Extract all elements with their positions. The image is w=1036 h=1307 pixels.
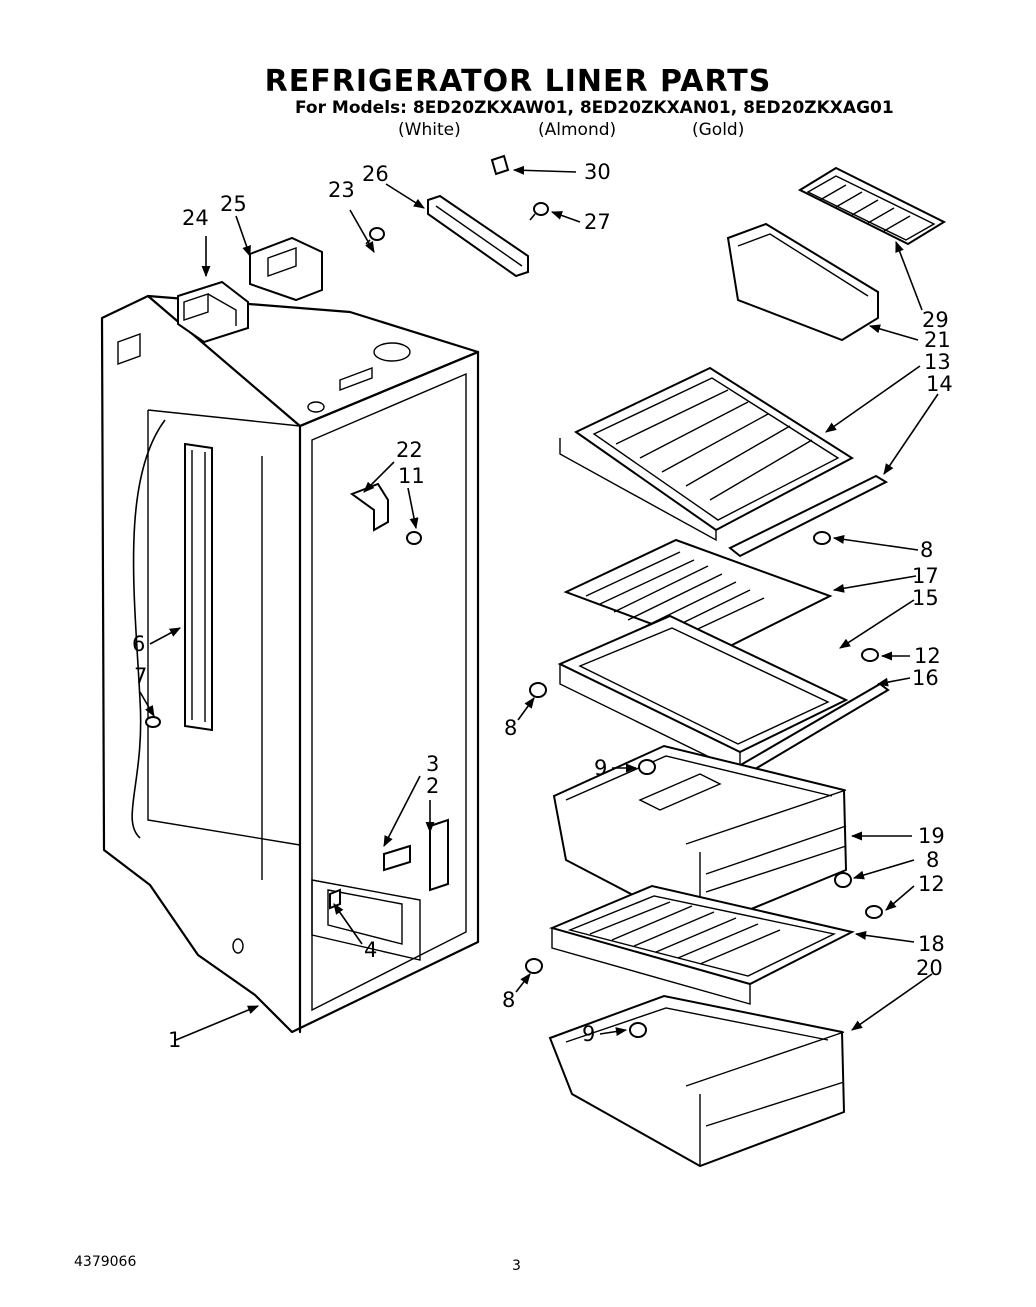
- document-number: 4379066: [74, 1254, 137, 1270]
- page-number: 3: [512, 1258, 521, 1274]
- callout-17: 17: [912, 564, 939, 588]
- callout-8-bottom: 8: [502, 988, 516, 1012]
- callout-27: 27: [584, 210, 611, 234]
- storage-bin: [726, 222, 879, 342]
- callout-9-upper: 9: [594, 756, 608, 780]
- callout-30: 30: [584, 160, 611, 184]
- callout-4: 4: [364, 938, 378, 962]
- callout-18: 18: [918, 932, 945, 956]
- meat-drawer: [548, 994, 846, 1168]
- callout-23: 23: [328, 178, 355, 202]
- light-housing: [177, 280, 249, 344]
- light-shield: [249, 236, 323, 302]
- callout-14: 14: [926, 372, 953, 396]
- callout-19: 19: [918, 824, 945, 848]
- callout-21: 21: [924, 328, 951, 352]
- bottom-shelf: [548, 884, 855, 1005]
- models-line: For Models: 8ED20ZKXAW01, 8ED20ZKXAN01, …: [295, 98, 894, 118]
- callout-22: 22: [396, 438, 423, 462]
- callout-13: 13: [924, 350, 951, 374]
- callout-12-lower: 12: [918, 872, 945, 896]
- callout-12-upper: 12: [914, 644, 941, 668]
- callout-24: 24: [182, 206, 209, 230]
- shelf-frame-rail: [728, 474, 889, 558]
- leader-lines: [139, 165, 939, 1041]
- callout-9-lower: 9: [582, 1022, 596, 1046]
- bracket: [349, 482, 389, 532]
- callout-15: 15: [912, 586, 939, 610]
- crossbar: [427, 194, 529, 278]
- screws-and-clips: [145, 154, 549, 728]
- color-almond: (Almond): [538, 120, 617, 140]
- callout-29: 29: [922, 308, 949, 332]
- callout-26: 26: [362, 162, 389, 186]
- callout-11: 11: [398, 464, 425, 488]
- callout-3: 3: [426, 752, 440, 776]
- callout-20: 20: [916, 956, 943, 980]
- callout-8-left: 8: [504, 716, 518, 740]
- callout-25: 25: [220, 192, 247, 216]
- callout-16: 16: [912, 666, 939, 690]
- crisper-cover-frame: [557, 614, 849, 774]
- page-title: REFRIGERATOR LINER PARTS: [264, 64, 772, 99]
- glides-and-pins: [329, 531, 883, 1038]
- callout-6: 6: [132, 632, 146, 656]
- color-white: (White): [398, 120, 461, 140]
- callout-7: 7: [134, 664, 148, 688]
- callout-2: 2: [426, 774, 440, 798]
- wire-shelf: [559, 366, 854, 542]
- refrigerator-liner: [100, 294, 480, 1034]
- callout-1: 1: [168, 1028, 182, 1052]
- callout-8-top: 8: [920, 538, 934, 562]
- color-gold: (Gold): [692, 120, 745, 140]
- ice-tray: [797, 166, 947, 246]
- callout-8-right: 8: [926, 848, 940, 872]
